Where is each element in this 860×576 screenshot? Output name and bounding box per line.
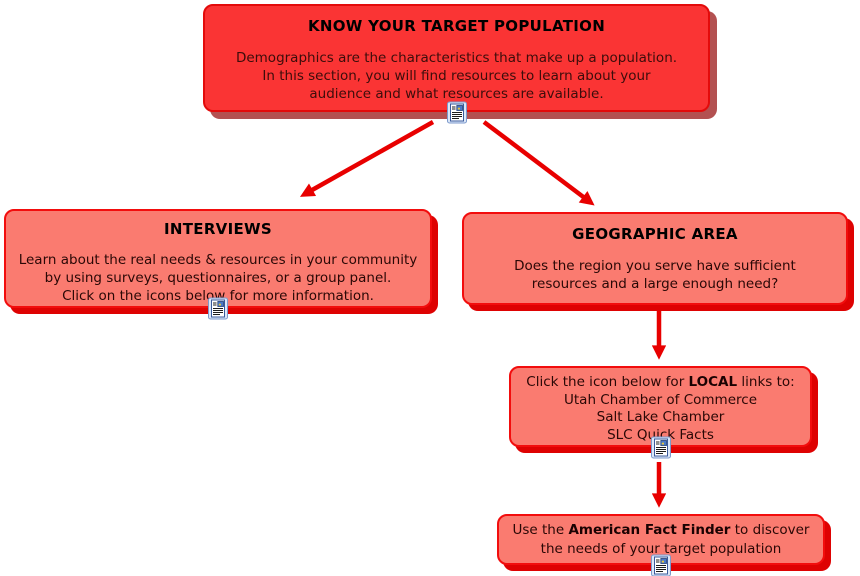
line-bold: American Fact Finder bbox=[568, 522, 731, 538]
line-prefix: Click the icon below for bbox=[526, 374, 689, 390]
link-name: SLC Quick Facts bbox=[607, 426, 714, 443]
node-geographic-area: GEOGRAPHIC AREA Does the region you serv… bbox=[462, 212, 848, 305]
body-line: resources and a large enough need? bbox=[531, 276, 779, 292]
arrow-main-to-geographic bbox=[482, 120, 595, 206]
node-local-links: Click the icon below for LOCAL links to:… bbox=[509, 366, 812, 459]
body-line: Does the region you serve have sufficien… bbox=[514, 258, 796, 274]
body-line: Use the American Fact Finder to discover bbox=[499, 521, 823, 540]
arrow-main-to-interviews bbox=[299, 120, 435, 197]
body-line: the needs of your target population bbox=[540, 541, 782, 557]
body-line: Click on the icons below for more inform… bbox=[62, 288, 374, 304]
node-body: Click the icon below for LOCAL links to:… bbox=[511, 374, 810, 444]
hyperlink-document-icon[interactable] bbox=[650, 436, 671, 459]
node-interviews: INTERVIEWS Learn about the real needs & … bbox=[4, 209, 432, 320]
body-line: Click the icon below for LOCAL links to: bbox=[511, 374, 810, 392]
line-bold: LOCAL bbox=[688, 374, 738, 390]
body-line: Learn about the real needs & resources i… bbox=[18, 252, 418, 268]
node-title: INTERVIEWS bbox=[164, 220, 272, 238]
body-line: by using surveys, questionnaires, or a g… bbox=[44, 270, 392, 286]
line-prefix: Use the bbox=[512, 522, 569, 538]
hyperlink-document-icon[interactable] bbox=[651, 554, 671, 576]
node-know-your-target-population: KNOW YOUR TARGET POPULATION Demographics… bbox=[203, 4, 710, 124]
body-line: In this section, you will find resources… bbox=[262, 68, 651, 84]
link-name: Utah Chamber of Commerce bbox=[564, 391, 757, 408]
body-line: Demographics are the characteristics tha… bbox=[235, 50, 678, 66]
node-body: Demographics are the characteristics tha… bbox=[205, 49, 708, 103]
node-title: GEOGRAPHIC AREA bbox=[572, 225, 738, 243]
node-body: Use the American Fact Finder to discover… bbox=[499, 521, 823, 559]
hyperlink-document-icon[interactable] bbox=[208, 297, 228, 320]
node-american-fact-finder: Use the American Fact Finder to discover… bbox=[497, 514, 825, 576]
line-suffix: to discover bbox=[730, 522, 810, 538]
link-name: Salt Lake Chamber bbox=[596, 409, 725, 425]
node-body: Learn about the real needs & resources i… bbox=[6, 251, 430, 305]
node-body: Does the region you serve have sufficien… bbox=[464, 257, 846, 293]
node-title: KNOW YOUR TARGET POPULATION bbox=[307, 17, 606, 35]
hyperlink-document-icon[interactable] bbox=[446, 101, 467, 124]
line-suffix: links to: bbox=[737, 374, 795, 390]
body-line: audience and what resources are availabl… bbox=[309, 86, 604, 102]
